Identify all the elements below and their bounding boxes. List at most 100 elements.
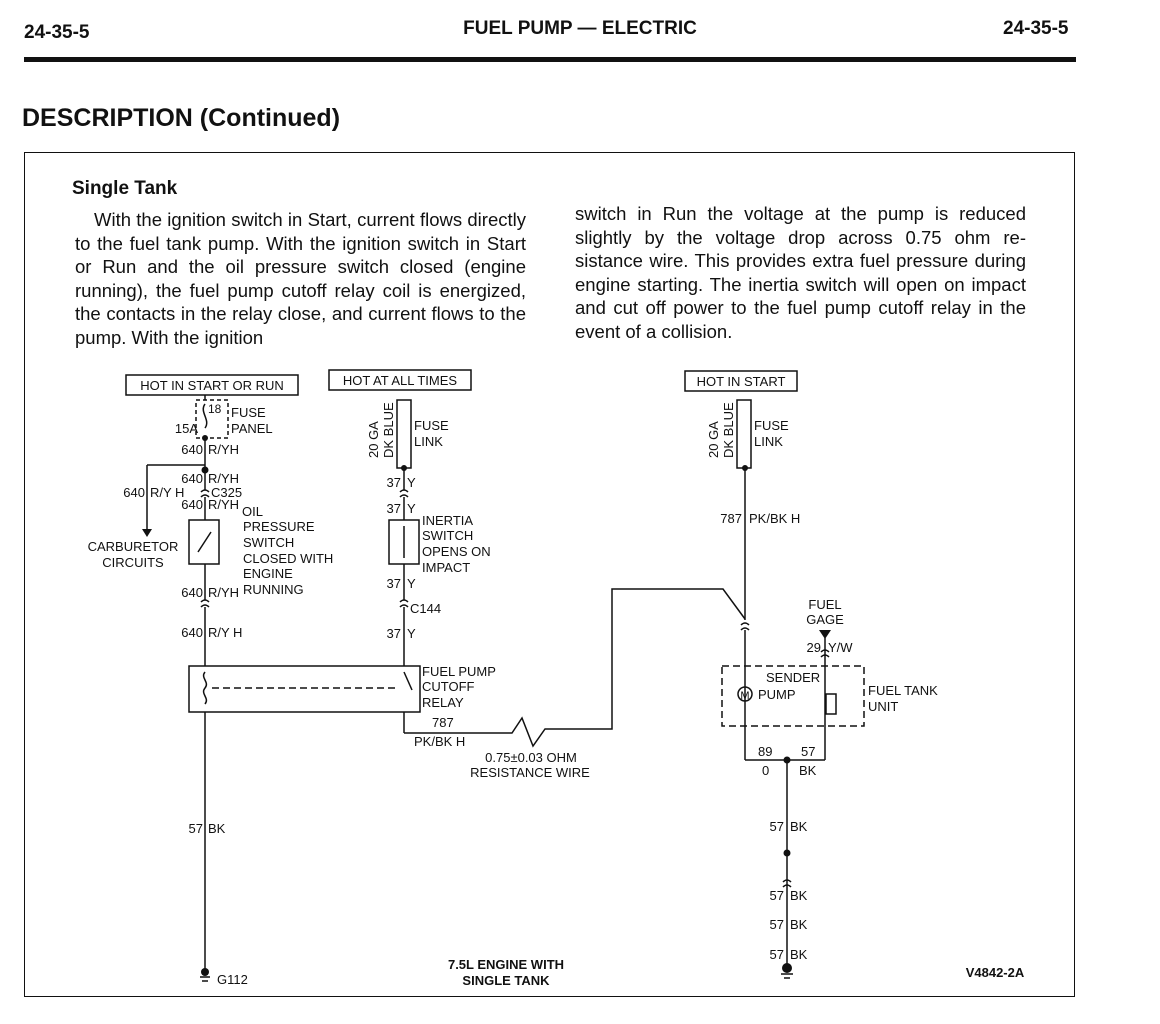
oil-switch-label-1: OIL xyxy=(242,504,263,519)
wire-640-d-number: 640 xyxy=(181,585,203,600)
fuse-link-1 xyxy=(396,399,412,469)
wire-787-top-color: PK/BK H xyxy=(749,511,800,526)
sender-label: SENDER xyxy=(766,670,820,685)
relay-contact xyxy=(403,671,413,691)
engine-label-1: 7.5L ENGINE WITH xyxy=(448,957,564,972)
connector-57-right xyxy=(782,879,792,888)
engine-label-2: SINGLE TANK xyxy=(462,973,550,988)
wire-787-bottom-number: 787 xyxy=(432,715,454,730)
subsection-title: Single Tank xyxy=(72,178,178,199)
fuse-link-2 xyxy=(736,399,752,469)
hot-all-times-label: HOT AT ALL TIMES xyxy=(343,373,457,388)
fuse-link-2-label-1: FUSE xyxy=(754,418,789,433)
figure-frame xyxy=(24,152,1075,997)
ground-g112-dot xyxy=(201,968,209,976)
wire-640-b-number: 640 xyxy=(181,471,203,486)
description-column-1: With the ignition switch in Start, curre… xyxy=(75,209,526,348)
wire-37-c-color: Y xyxy=(407,576,416,591)
wire-787-bottom-color: PK/BK H xyxy=(414,734,465,749)
wire-640-c-number: 640 xyxy=(181,497,203,512)
wire-640-a-color: R/YH xyxy=(208,442,239,457)
inertia-label-2: SWITCH xyxy=(422,528,473,543)
figure-code: V4842-2A xyxy=(966,965,1025,980)
section-title: DESCRIPTION (Continued) xyxy=(22,104,341,132)
connector-c325 xyxy=(200,489,210,498)
page-title: FUEL PUMP — ELECTRIC xyxy=(463,18,697,39)
hot-start-box xyxy=(684,370,798,392)
wire-29-color: Y/W xyxy=(828,640,853,655)
fuel-gage-label-2: GAGE xyxy=(806,612,844,627)
wire-57-r1-color: BK xyxy=(790,819,808,834)
wire-640-d-color: R/YH xyxy=(208,585,239,600)
connector-640 xyxy=(200,599,210,608)
wire-640-e-color: R/Y H xyxy=(208,625,242,640)
fuse-panel-outline xyxy=(195,399,229,439)
splice-fuse xyxy=(202,435,208,441)
splice-57-a xyxy=(783,849,791,857)
fuel-pump-cutoff-relay xyxy=(188,665,421,713)
connector-787 xyxy=(740,622,750,631)
wire-57-left-color: BK xyxy=(208,821,226,836)
fuse-symbol xyxy=(202,403,208,429)
connector-c325-label: C325 xyxy=(211,485,242,500)
fuel-tank-unit xyxy=(721,665,865,727)
pump-label: PUMP xyxy=(758,687,796,702)
splice-fuse-link-2 xyxy=(742,465,748,471)
fuel-tank-unit-label-2: UNIT xyxy=(868,699,898,714)
inertia-label-1: INERTIA xyxy=(422,513,473,528)
wire-640-carb-color: R/Y H xyxy=(150,485,184,500)
fuse-link-1-label-1: FUSE xyxy=(414,418,449,433)
wire-640-b-color: R/YH xyxy=(208,471,239,486)
oil-switch-label-2: PRESSURE xyxy=(243,519,315,534)
connector-c144-label: C144 xyxy=(410,601,441,616)
wire-37-a-number: 37 xyxy=(387,475,401,490)
hot-start-label: HOT IN START xyxy=(697,374,786,389)
wire-57-unit-color: BK xyxy=(799,763,817,778)
carburetor-label-2: CIRCUITS xyxy=(102,555,164,570)
fuel-gage-arrow xyxy=(819,630,831,639)
splice-fuse-link-1 xyxy=(401,465,407,471)
fuse-rating: 15A xyxy=(175,421,198,436)
oil-switch-label-3: SWITCH xyxy=(243,535,294,550)
hot-start-run-label: HOT IN START OR RUN xyxy=(140,378,284,393)
splice-ground-bus xyxy=(783,756,791,764)
wire-29-number: 29 xyxy=(807,640,821,655)
fuse-panel-label-1: FUSE xyxy=(231,405,266,420)
hot-start-run-box xyxy=(125,374,299,396)
fuse-link-1-color: DK BLUE xyxy=(381,402,396,458)
relay-label-1: FUEL PUMP xyxy=(422,664,496,679)
wire-37-b-color: Y xyxy=(407,501,416,516)
fuse-number: 18 xyxy=(208,402,222,416)
wire-37-d-color: Y xyxy=(407,626,416,641)
connector-37-a xyxy=(399,489,409,498)
fuel-gage-label-1: FUEL xyxy=(808,597,841,612)
relay-coil xyxy=(202,671,208,705)
page-number-left: 24-35-5 xyxy=(24,22,90,43)
ground-right-dot xyxy=(782,963,792,973)
wire-640-a-number: 640 xyxy=(181,442,203,457)
inertia-label-4: IMPACT xyxy=(422,560,470,575)
ground-g112-label: G112 xyxy=(217,972,248,987)
pump-motor-symbol xyxy=(737,686,753,702)
fuse-link-2-color: DK BLUE xyxy=(721,402,736,458)
pump-motor-letter: M xyxy=(740,690,749,702)
wire-57-r2-color: BK xyxy=(790,888,808,903)
sender-resistor xyxy=(825,693,837,715)
resistance-label-2: RESISTANCE WIRE xyxy=(470,765,590,780)
oil-switch-label-5: ENGINE xyxy=(243,566,293,581)
resistance-label-1: 0.75±0.03 OHM xyxy=(485,750,577,765)
oil-switch-label-6: RUNNING xyxy=(243,582,304,597)
carburetor-label-1: CARBURETOR xyxy=(88,539,179,554)
wire-89-color: 0 xyxy=(762,763,769,778)
relay-label-2: CUTOFF xyxy=(422,679,475,694)
description-column-2: switch in Run the voltage at the pump is… xyxy=(575,203,1026,342)
fuse-panel-label-2: PANEL xyxy=(231,421,273,436)
oil-pressure-switch xyxy=(188,519,220,565)
wire-57-r3-color: BK xyxy=(790,917,808,932)
fuse-link-1-label-2: LINK xyxy=(414,434,443,449)
connector-c144 xyxy=(399,599,409,608)
fuse-link-2-label-2: LINK xyxy=(754,434,783,449)
header-rule xyxy=(24,57,1076,62)
wire-640-c-color: R/YH xyxy=(208,497,239,512)
inertia-label-3: OPENS ON xyxy=(422,544,491,559)
